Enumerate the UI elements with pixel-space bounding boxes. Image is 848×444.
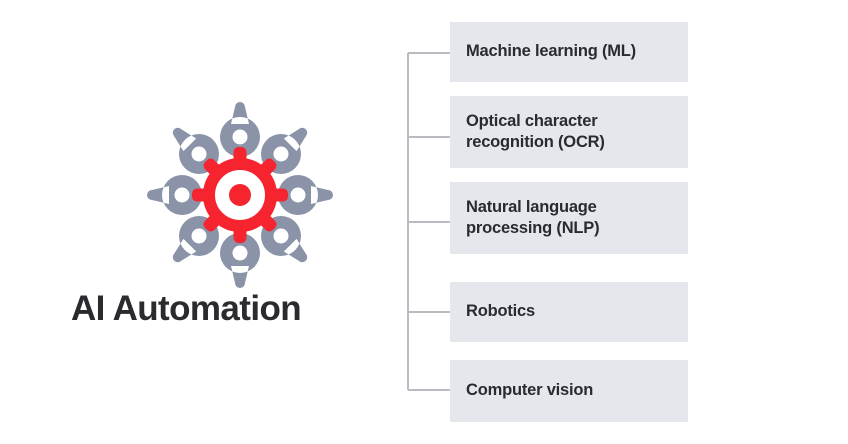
branch-label: Natural language processing (NLP): [466, 197, 600, 237]
branch-label: Machine learning (ML): [466, 42, 636, 61]
page-title: AI Automation: [70, 289, 302, 328]
gear-hub: [192, 147, 288, 243]
branch-box[interactable]: Natural language processing (NLP): [450, 182, 688, 254]
branch-box[interactable]: Robotics: [450, 282, 688, 342]
branch-box[interactable]: Optical character recognition (OCR): [450, 96, 688, 168]
branch-box[interactable]: Machine learning (ML): [450, 22, 688, 82]
diagram-root-node: AI Automation: [0, 0, 400, 444]
branch-label: Optical character recognition (OCR): [466, 111, 605, 151]
branch-label: Computer vision: [466, 381, 594, 400]
branch-box[interactable]: Computer vision: [450, 360, 688, 422]
bracket-connector: [400, 0, 460, 444]
ai-network-gear-icon: [140, 95, 340, 295]
branch-label: Robotics: [466, 302, 535, 321]
branch-list: Machine learning (ML) Optical character r…: [450, 0, 688, 444]
